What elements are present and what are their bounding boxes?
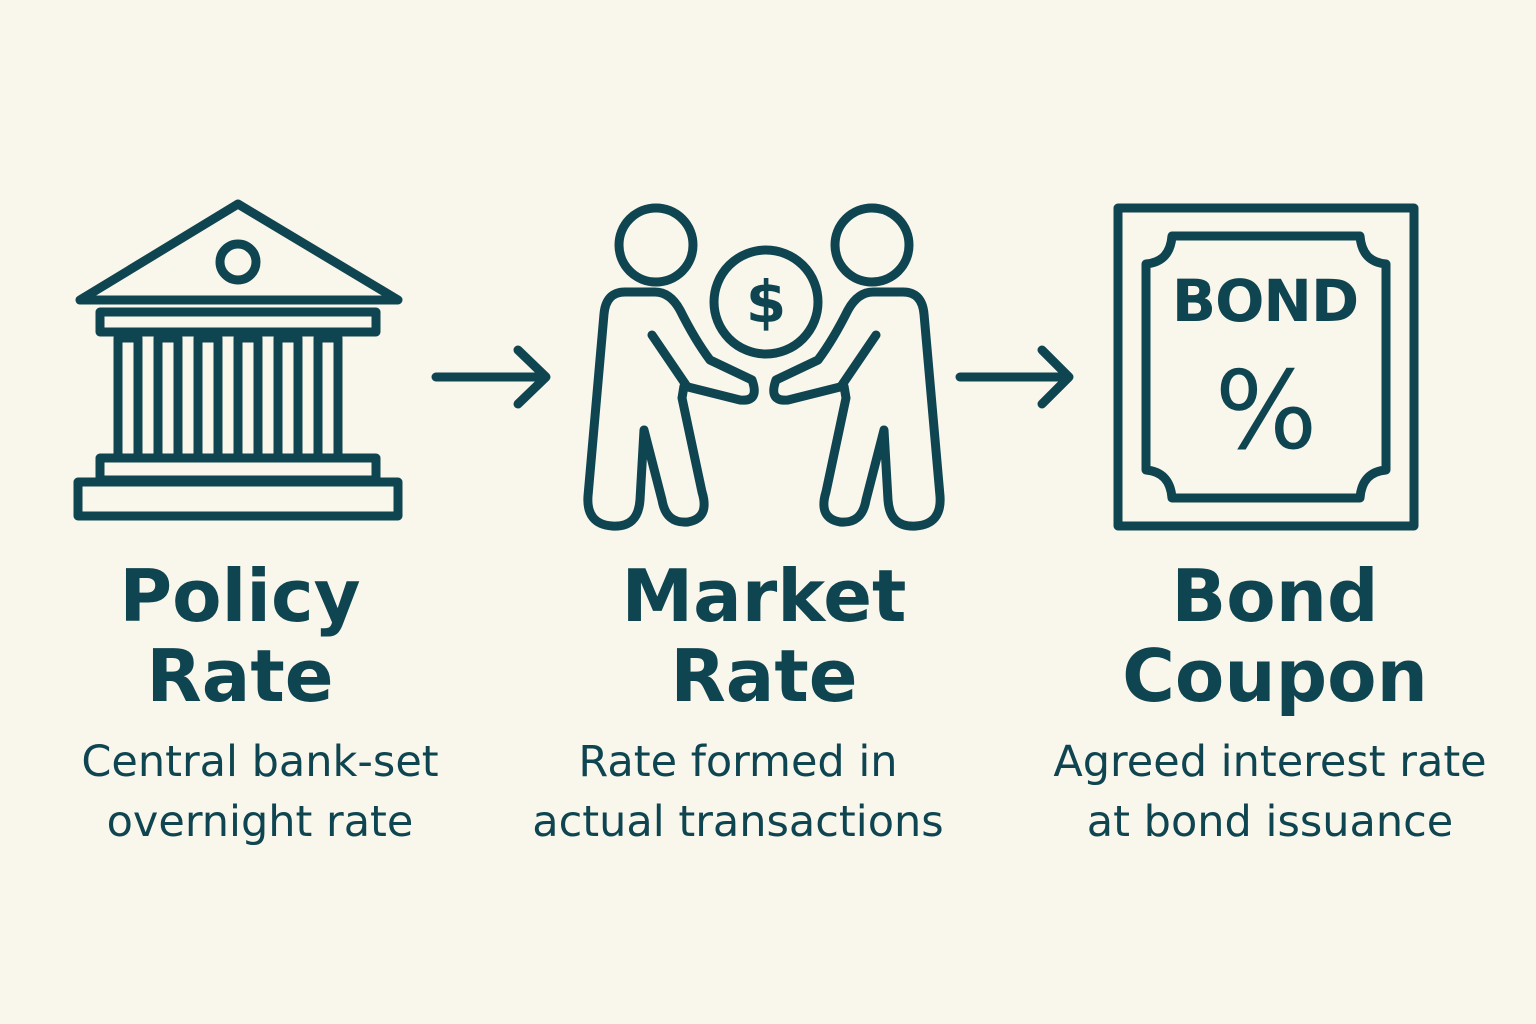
policy-rate-title: Policy Rate	[90, 556, 390, 716]
market-rate-description: Rate formed in actual transactions	[500, 732, 976, 852]
title-line: Policy	[119, 554, 361, 638]
description-line: at bond issuance	[1086, 797, 1454, 847]
percent-icon: %	[1214, 349, 1318, 474]
title-line: Market	[621, 554, 907, 638]
right-arrow-icon	[430, 344, 556, 410]
description-line: actual transactions	[532, 797, 944, 847]
title-line: Coupon	[1122, 634, 1428, 718]
bond-label: BOND	[1171, 267, 1359, 335]
title-line: Rate	[146, 634, 334, 718]
title-line: Bond	[1171, 554, 1379, 638]
policy-rate-description: Central bank-set overnight rate	[40, 732, 480, 852]
market-rate-title: Market Rate	[594, 556, 934, 716]
description-line: Agreed interest rate	[1053, 737, 1487, 787]
bond-coupon-title: Bond Coupon	[1100, 556, 1450, 716]
title-line: Rate	[670, 634, 858, 718]
description-line: Rate formed in	[578, 737, 898, 787]
description-line: overnight rate	[106, 797, 414, 847]
dollar-sign-icon: $	[745, 268, 787, 336]
description-line: Central bank-set	[81, 737, 439, 787]
bond-coupon-description: Agreed interest rate at bond issuance	[1030, 732, 1510, 852]
handshake-money-icon: $	[578, 200, 950, 534]
bank-icon	[72, 198, 404, 522]
bond-certificate-icon: BOND %	[1112, 202, 1420, 532]
right-arrow-icon	[954, 344, 1080, 410]
